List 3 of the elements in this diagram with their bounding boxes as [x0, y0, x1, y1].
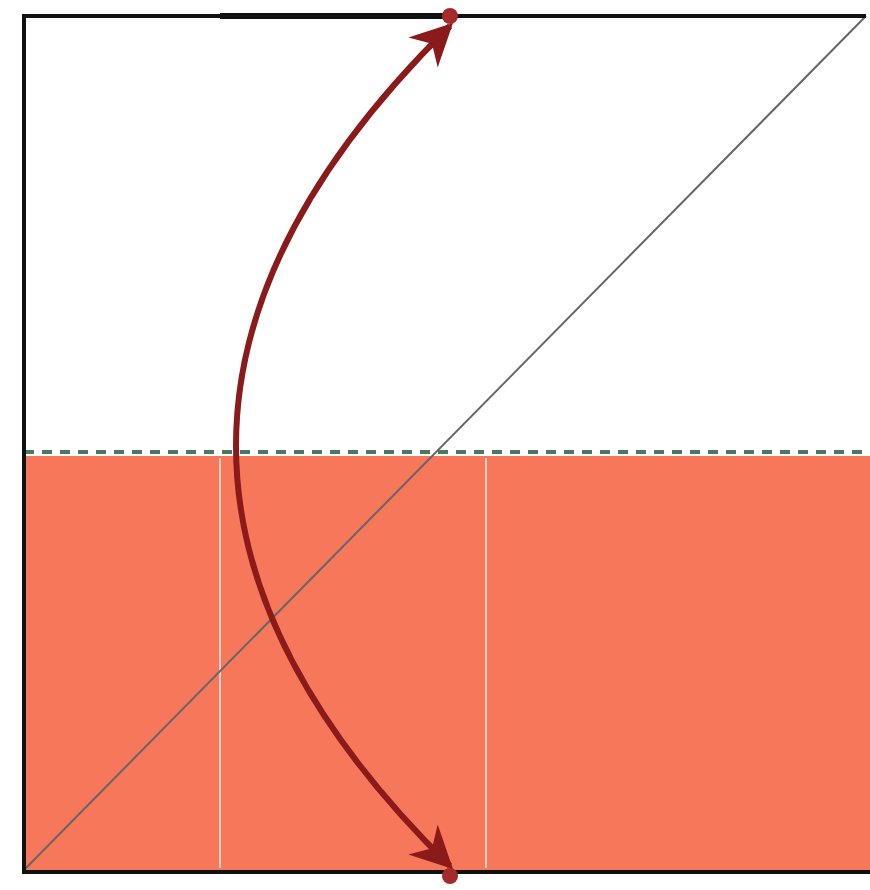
point-marker [442, 868, 458, 884]
curved-arrow [233, 22, 453, 870]
point-marker [442, 8, 458, 24]
